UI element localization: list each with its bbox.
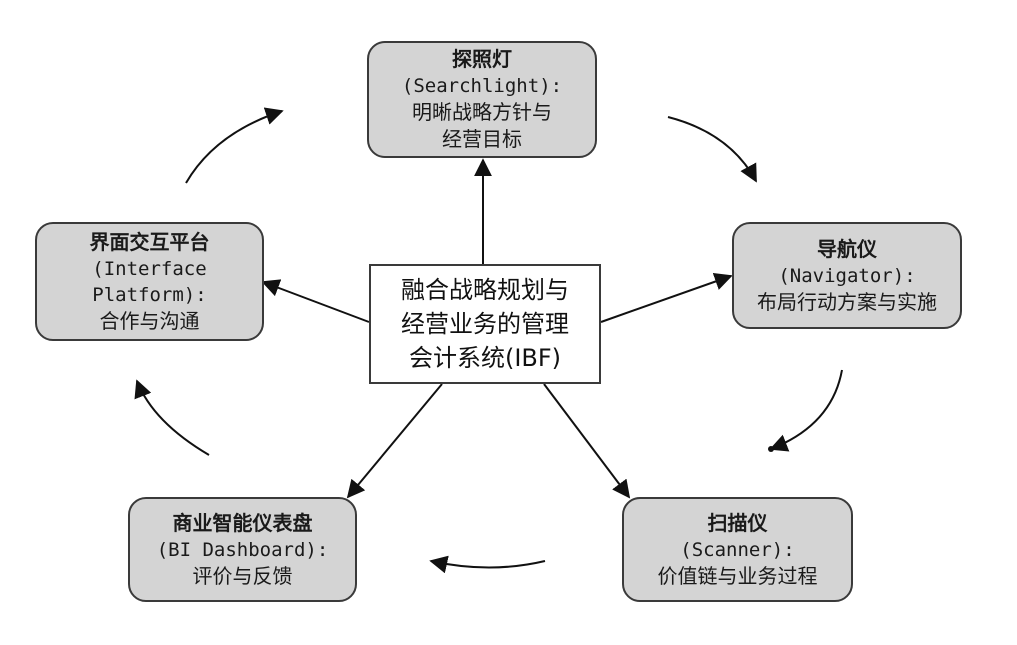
node-searchlight-title: 探照灯 — [452, 47, 512, 71]
node-bi-dashboard-title: 商业智能仪表盘 — [172, 510, 313, 535]
node-searchlight-desc-line1: 明晰战略方针与 — [412, 100, 552, 124]
node-searchlight-desc-line2: 经营目标 — [442, 127, 522, 151]
center-line1: 融合战略规划与 — [401, 276, 569, 304]
node-interface-desc: 合作与沟通 — [99, 308, 200, 333]
cycle-arrow-left — [134, 379, 210, 456]
node-scanner-english: (Scanner): — [680, 538, 795, 561]
center-line2: 经营业务的管理 — [401, 310, 569, 338]
node-interface-platform: 界面交互平台 (Interface Platform): 合作与沟通 — [35, 222, 264, 341]
cycle-arrow-top-right — [667, 116, 757, 183]
node-interface-english-line2: Platform): — [92, 283, 207, 306]
cycle-arrow-right-dot — [768, 446, 774, 452]
node-scanner-desc: 价值链与业务过程 — [657, 563, 818, 588]
node-interface-title: 界面交互平台 — [89, 229, 210, 254]
node-searchlight-english: (Searchlight): — [401, 75, 563, 97]
arrow-to-scanner — [543, 383, 631, 499]
node-bi-dashboard: 商业智能仪表盘 (BI Dashboard): 评价与反馈 — [128, 497, 357, 602]
node-interface-english-line1: (Interface — [92, 257, 207, 280]
node-navigator-english: (Navigator): — [778, 264, 916, 287]
cycle-arrow-top-left — [185, 107, 284, 184]
cycle-arrow-right — [769, 369, 843, 452]
center-line3: 会计系统(IBF) — [408, 344, 562, 372]
node-scanner: 扫描仪 (Scanner): 价值链与业务过程 — [622, 497, 853, 602]
center-ibf-box: 融合战略规划与 经营业务的管理 会计系统(IBF) — [369, 264, 601, 384]
node-bi-dashboard-desc: 评价与反馈 — [192, 563, 293, 588]
arrow-to-navigator — [600, 272, 733, 323]
arrow-to-dashboard — [346, 383, 443, 499]
arrow-to-interface — [261, 279, 370, 323]
node-navigator-desc: 布局行动方案与实施 — [757, 289, 937, 314]
node-bi-dashboard-english: (BI Dashboard): — [156, 538, 329, 561]
node-searchlight: 探照灯 (Searchlight): 明晰战略方针与 经营目标 — [367, 41, 597, 158]
cycle-arrow-bottom — [429, 555, 546, 574]
node-scanner-title: 扫描仪 — [707, 510, 768, 535]
node-navigator-title: 导航仪 — [817, 236, 877, 261]
node-navigator: 导航仪 (Navigator): 布局行动方案与实施 — [732, 222, 962, 329]
